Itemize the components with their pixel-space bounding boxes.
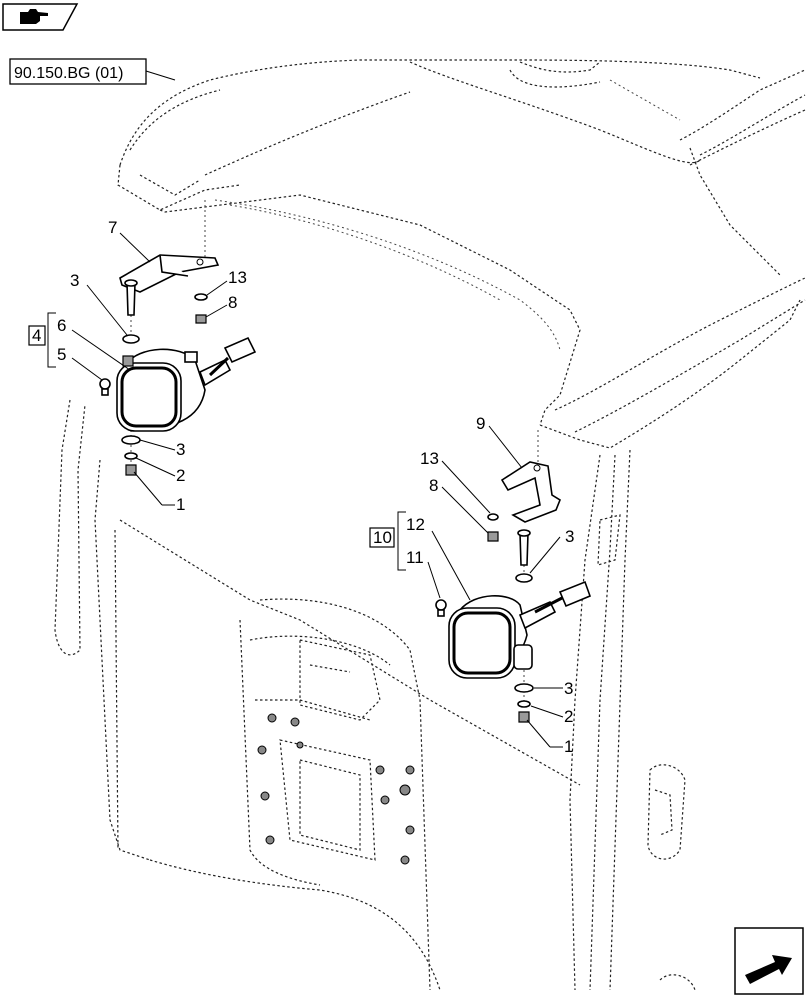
- right-lamp-assembly: 9 13 8 3 12 11 3 2 1 10: [369, 414, 592, 756]
- cab-body-outline: [54, 399, 696, 991]
- callout-right-bracket: 9: [476, 414, 485, 433]
- right-lockwasher[interactable]: [517, 700, 531, 708]
- right-lamp-body[interactable]: [448, 580, 592, 679]
- panel-bolts: [257, 713, 415, 865]
- right-washer-13[interactable]: [487, 513, 499, 521]
- callout-left-nut: 1: [176, 495, 185, 514]
- right-stud[interactable]: [519, 532, 529, 566]
- right-screw-8[interactable]: [487, 531, 499, 542]
- callout-right-washer-bottom: 3: [564, 679, 573, 698]
- left-washer-13[interactable]: [194, 293, 208, 301]
- group-label-left: 4: [32, 326, 41, 345]
- left-bulb[interactable]: [99, 378, 111, 396]
- group-box-right[interactable]: 10: [369, 527, 395, 548]
- callout-left-lamp: 6: [57, 316, 66, 335]
- left-screw-8[interactable]: [195, 314, 207, 324]
- right-washer-top[interactable]: [515, 573, 533, 583]
- callout-left-stud: 3: [70, 271, 79, 290]
- callout-right-lamp: 12: [406, 515, 425, 534]
- callout-left-bulb: 5: [57, 345, 66, 364]
- arrow-next-icon[interactable]: [734, 927, 804, 995]
- callout-left-lockwasher: 2: [176, 466, 185, 485]
- reference-box[interactable]: 90.150.BG (01): [9, 58, 176, 85]
- group-box-left[interactable]: 4: [28, 325, 46, 346]
- right-bulb[interactable]: [435, 599, 447, 617]
- left-washer-top[interactable]: [122, 334, 140, 344]
- left-stud[interactable]: [126, 282, 136, 316]
- left-washer-bottom[interactable]: [121, 435, 141, 445]
- callout-right-screw: 8: [429, 476, 438, 495]
- callout-right-washer-13: 13: [420, 449, 439, 468]
- group-label-right: 10: [373, 528, 392, 547]
- left-lockwasher[interactable]: [124, 452, 138, 460]
- left-nut[interactable]: [125, 464, 137, 476]
- callout-right-bulb: 11: [406, 548, 424, 567]
- left-lamp-assembly: 7 3 13 8 6 5 3 2 1 4: [28, 200, 257, 514]
- right-mounting-bracket[interactable]: [500, 461, 561, 523]
- callout-right-lockwasher: 2: [564, 707, 573, 726]
- callout-left-washer-bottom: 3: [176, 440, 185, 459]
- hand-pointing-icon[interactable]: [2, 3, 79, 31]
- left-lamp-body[interactable]: [116, 336, 257, 432]
- callout-right-stud: 3: [565, 527, 574, 546]
- callout-left-bracket: 7: [108, 218, 117, 237]
- callout-left-screw: 8: [228, 293, 237, 312]
- reference-label: 90.150.BG (01): [14, 65, 123, 82]
- cab-roof-outline: [117, 59, 806, 449]
- right-washer-bottom[interactable]: [514, 683, 534, 693]
- callout-left-washer-13: 13: [228, 268, 247, 287]
- callout-right-nut: 1: [564, 737, 573, 756]
